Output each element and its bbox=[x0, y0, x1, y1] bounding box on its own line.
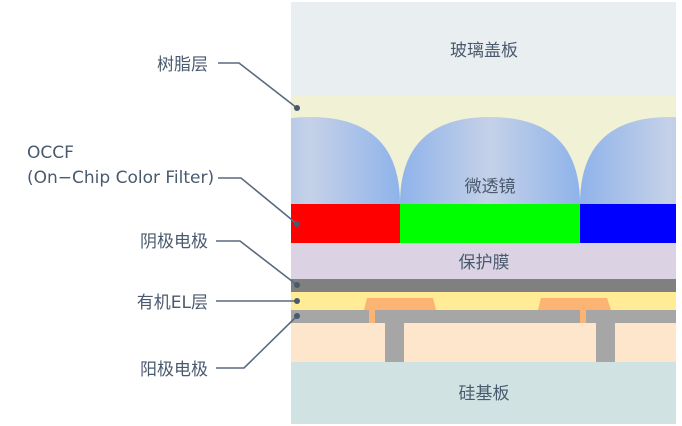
cathode-layer bbox=[291, 279, 676, 292]
callout-occf-leader bbox=[218, 177, 298, 225]
color-filter-red bbox=[291, 204, 400, 243]
callout-cathode-dot bbox=[294, 282, 300, 288]
anode-layer bbox=[291, 310, 676, 323]
callout-occf-label-line1: OCCF bbox=[27, 143, 74, 163]
callout-anode-leader bbox=[216, 315, 298, 369]
callout-anode-label: 阳极电极 bbox=[140, 360, 208, 380]
color-filter-green bbox=[400, 204, 580, 243]
glass-cover-label: 玻璃盖板 bbox=[450, 41, 518, 61]
callout-resin-dot bbox=[294, 105, 300, 111]
color-filter-blue bbox=[580, 204, 676, 243]
microlens-center bbox=[400, 117, 580, 204]
via-right bbox=[596, 323, 615, 362]
via-left bbox=[385, 323, 404, 362]
callout-organic-el-dot bbox=[294, 298, 300, 304]
organic-el-layer bbox=[291, 292, 676, 310]
callout-organic-el-label: 有机EL层 bbox=[137, 293, 208, 313]
tft-layer bbox=[291, 323, 676, 362]
callout-occf-dot bbox=[294, 221, 300, 227]
silicon-substrate-label: 硅基板 bbox=[459, 384, 510, 404]
pad-contact-left bbox=[369, 310, 375, 323]
pad-contact-right bbox=[580, 310, 586, 323]
protective-film-label: 保护膜 bbox=[459, 253, 510, 273]
callout-cathode-label: 阴极电极 bbox=[140, 232, 208, 252]
microlens-right-partial bbox=[580, 117, 676, 204]
silicon-substrate-layer bbox=[291, 362, 676, 424]
callout-resin-leader bbox=[218, 62, 298, 109]
pixel-pad-left bbox=[364, 298, 436, 310]
callout-cathode-leader bbox=[216, 240, 298, 286]
callout-anode-dot bbox=[294, 313, 300, 319]
callout-resin-label: 树脂层 bbox=[157, 55, 208, 75]
pixel-pad-right bbox=[538, 298, 611, 310]
protective-film-layer bbox=[291, 243, 676, 279]
microlens-label: 微透镜 bbox=[465, 177, 516, 197]
glass-cover-layer bbox=[291, 2, 676, 96]
callout-occf-label-line2: (On−Chip Color Filter) bbox=[27, 168, 214, 188]
microlens-left-partial bbox=[291, 117, 400, 204]
